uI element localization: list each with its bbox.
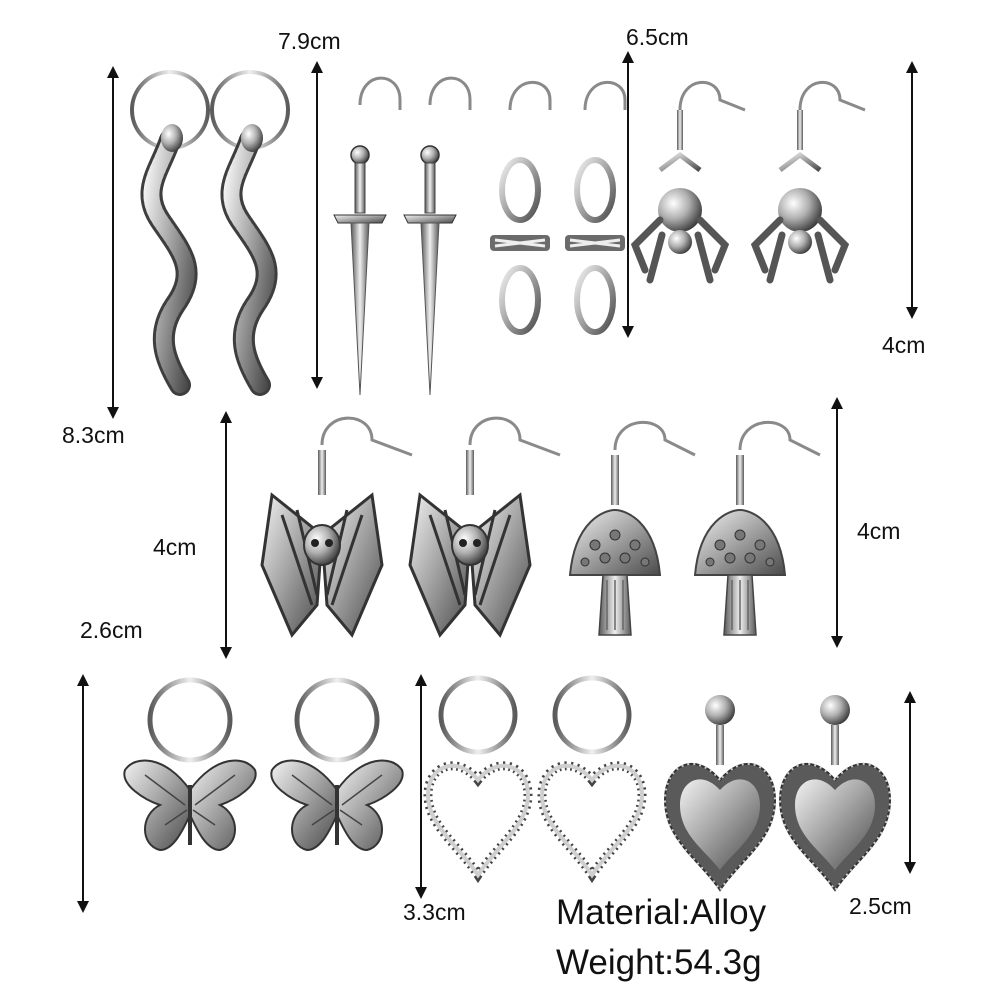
mushroom-size-label: 4cm — [857, 518, 901, 544]
stud-heart-earring-left — [664, 694, 776, 891]
spider-earring-right — [755, 82, 865, 280]
skull-butterfly-earring-left — [260, 416, 414, 637]
butterfly-size-label: 2.6cm — [80, 617, 143, 643]
material-label: Material:Alloy — [556, 893, 767, 932]
weight-label: Weight:54.3g — [556, 943, 762, 982]
spider-earring-left — [635, 82, 745, 280]
ankh-earring-right — [565, 82, 625, 332]
ankh-earring-left — [490, 82, 550, 332]
ankh-size-label: 6.5cm — [626, 24, 689, 50]
open-heart-size-label: 3.3cm — [403, 899, 466, 925]
stud-heart-earring-right — [779, 694, 891, 891]
butterfly-earring-left — [124, 680, 255, 850]
stud-heart-size-label: 2.5cm — [849, 893, 912, 919]
dimension-arrows — [77, 51, 918, 913]
spider-size-label: 4cm — [882, 332, 926, 358]
snake-earring-left — [132, 72, 208, 385]
open-heart-earring-right — [542, 678, 642, 875]
open-heart-earring-left — [428, 678, 528, 875]
sword-earring-left — [332, 76, 402, 397]
skull-butterfly-size-label: 4cm — [153, 534, 197, 560]
skull-butterfly-earring-right — [408, 416, 562, 637]
butterfly-earring-right — [271, 680, 402, 850]
mushroom-earring-right — [693, 420, 822, 637]
mushroom-earring-left — [568, 420, 697, 637]
snake-size-label: 8.3cm — [62, 422, 125, 448]
sword-earring-right — [402, 76, 472, 397]
sword-size-label: 7.9cm — [278, 28, 341, 54]
snake-earring-right — [212, 72, 288, 385]
